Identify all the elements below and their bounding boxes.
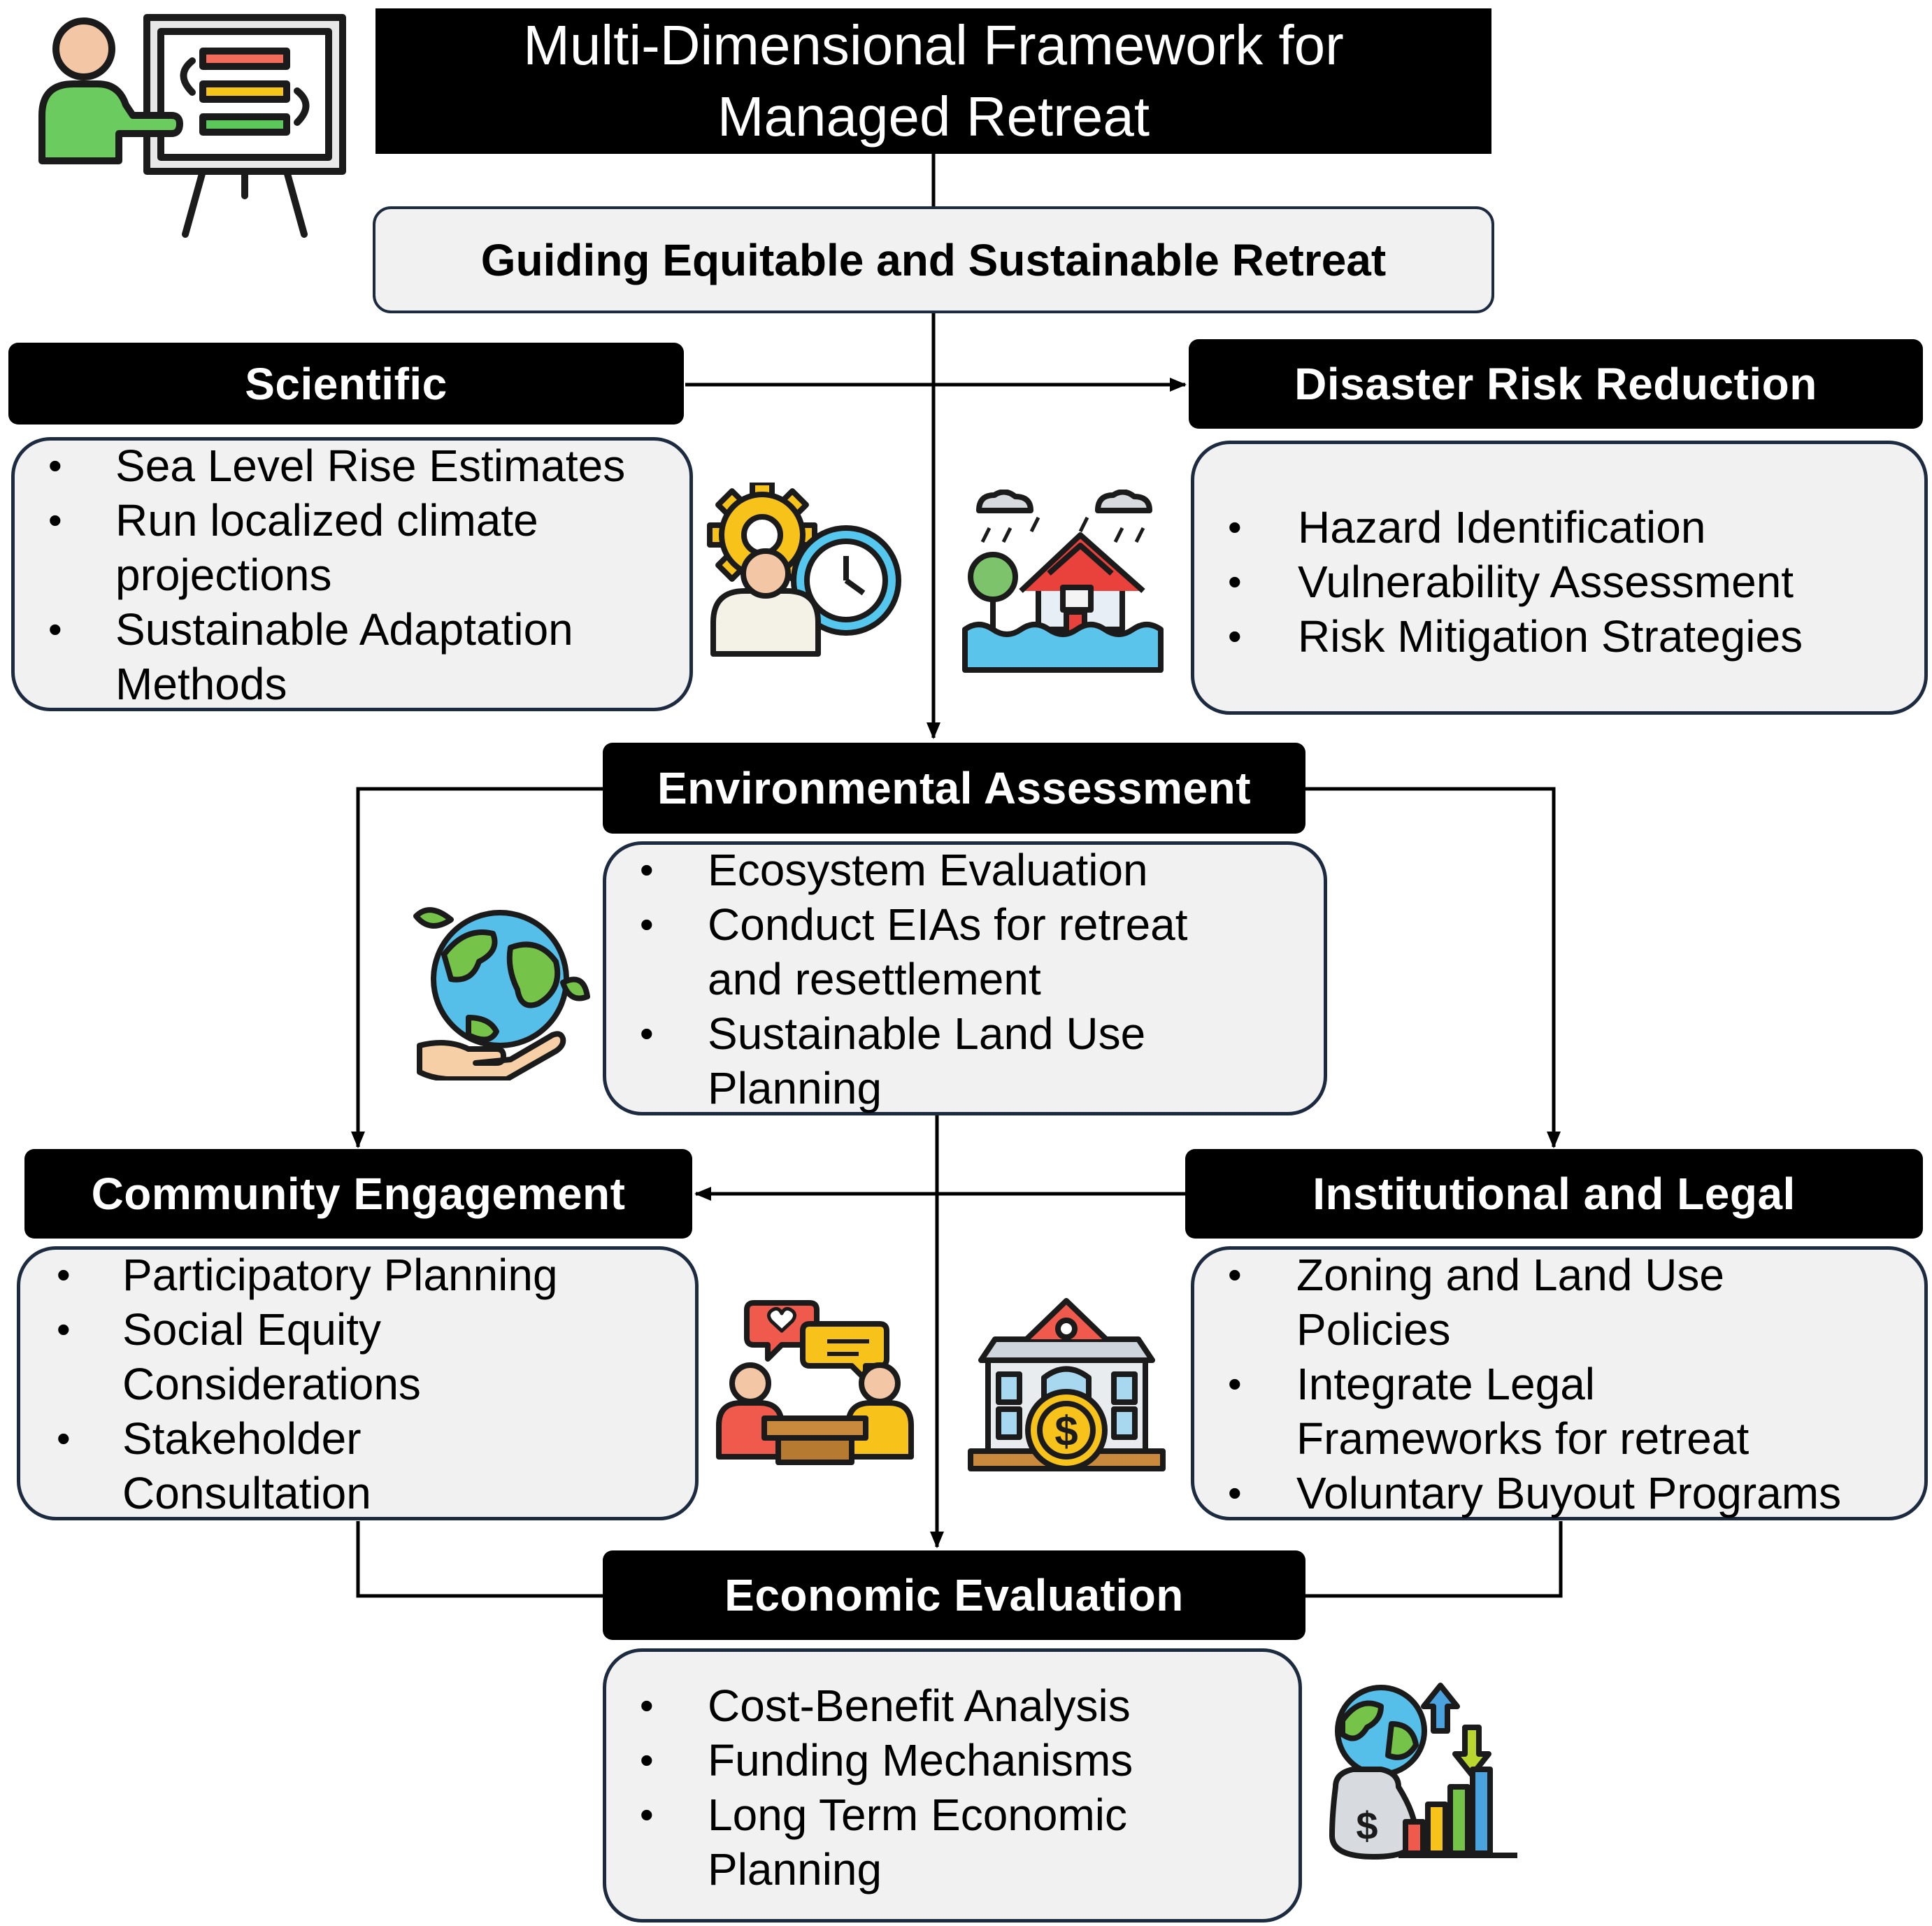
connector-env-institutional <box>1304 787 1561 1148</box>
connector-env-community <box>351 787 605 1148</box>
list-item: •Run localized climate projections <box>48 495 538 600</box>
list-item: •Risk Mitigation Strategies <box>1228 611 1803 662</box>
economic-card: •Cost-Benefit Analysis •Funding Mechanis… <box>603 1648 1302 1923</box>
scientific-card: •Sea Level Rise Estimates •Run localized… <box>11 437 693 711</box>
list-item: •Social Equity Considerations <box>57 1304 421 1409</box>
institutional-card: •Zoning and Land Use Policies •Integrate… <box>1191 1246 1928 1520</box>
presenter-board-icon <box>38 14 346 238</box>
globe-money-chart-icon: $ <box>1329 1683 1517 1860</box>
drr-header: Disaster Risk Reduction <box>1189 339 1923 429</box>
list-item: •Integrate Legal Frameworks for retreat <box>1228 1359 1749 1464</box>
list-item: •Conduct EIAs for retreat and resettleme… <box>640 899 1188 1004</box>
community-header: Community Engagement <box>24 1149 692 1239</box>
list-item: •Long Term Economic Planning <box>640 1790 1127 1895</box>
connector-institutional-economic <box>1304 1521 1563 1598</box>
environmental-card: •Ecosystem Evaluation •Conduct EIAs for … <box>603 841 1327 1115</box>
list-item: •Sea Level Rise Estimates <box>48 441 626 491</box>
list-item: •Zoning and Land Use Policies <box>1228 1250 1724 1355</box>
list-item: •Vulnerability Assessment <box>1228 557 1794 607</box>
bank-money-icon: $ <box>968 1298 1166 1471</box>
list-item: •Participatory Planning <box>57 1250 558 1300</box>
list-item: •Hazard Identification <box>1228 502 1706 552</box>
flooded-house-icon <box>962 490 1164 673</box>
earth-in-hand-icon <box>413 907 590 1080</box>
drr-card: •Hazard Identification •Vulnerability As… <box>1191 441 1928 715</box>
list-item: •Voluntary Buyout Programs <box>1228 1468 1842 1518</box>
meeting-table-icon <box>716 1300 914 1465</box>
guiding-box: Guiding Equitable and Sustainable Retrea… <box>373 206 1494 313</box>
economic-header: Economic Evaluation <box>603 1550 1305 1640</box>
list-item: •Sustainable Adaptation Methods <box>48 604 573 709</box>
list-item: •Stakeholder Consultation <box>57 1413 371 1518</box>
community-card: •Participatory Planning •Social Equity C… <box>17 1246 699 1520</box>
list-item: •Ecosystem Evaluation <box>640 845 1148 895</box>
list-item: •Funding Mechanisms <box>640 1735 1133 1785</box>
institutional-header: Institutional and Legal <box>1185 1149 1923 1239</box>
list-item: •Sustainable Land Use Planning <box>640 1008 1146 1113</box>
main-title-line1: Multi-Dimensional Framework for <box>523 14 1344 76</box>
environmental-header: Environmental Assessment <box>603 743 1305 834</box>
svg-text:$: $ <box>1054 1408 1078 1455</box>
list-item: •Cost-Benefit Analysis <box>640 1681 1131 1731</box>
main-title-line2: Managed Retreat <box>717 85 1150 148</box>
scientific-header: Scientific <box>8 343 684 425</box>
scientist-gear-clock-icon <box>707 483 901 657</box>
connector-community-economic <box>356 1521 605 1598</box>
svg-text:$: $ <box>1356 1804 1378 1848</box>
